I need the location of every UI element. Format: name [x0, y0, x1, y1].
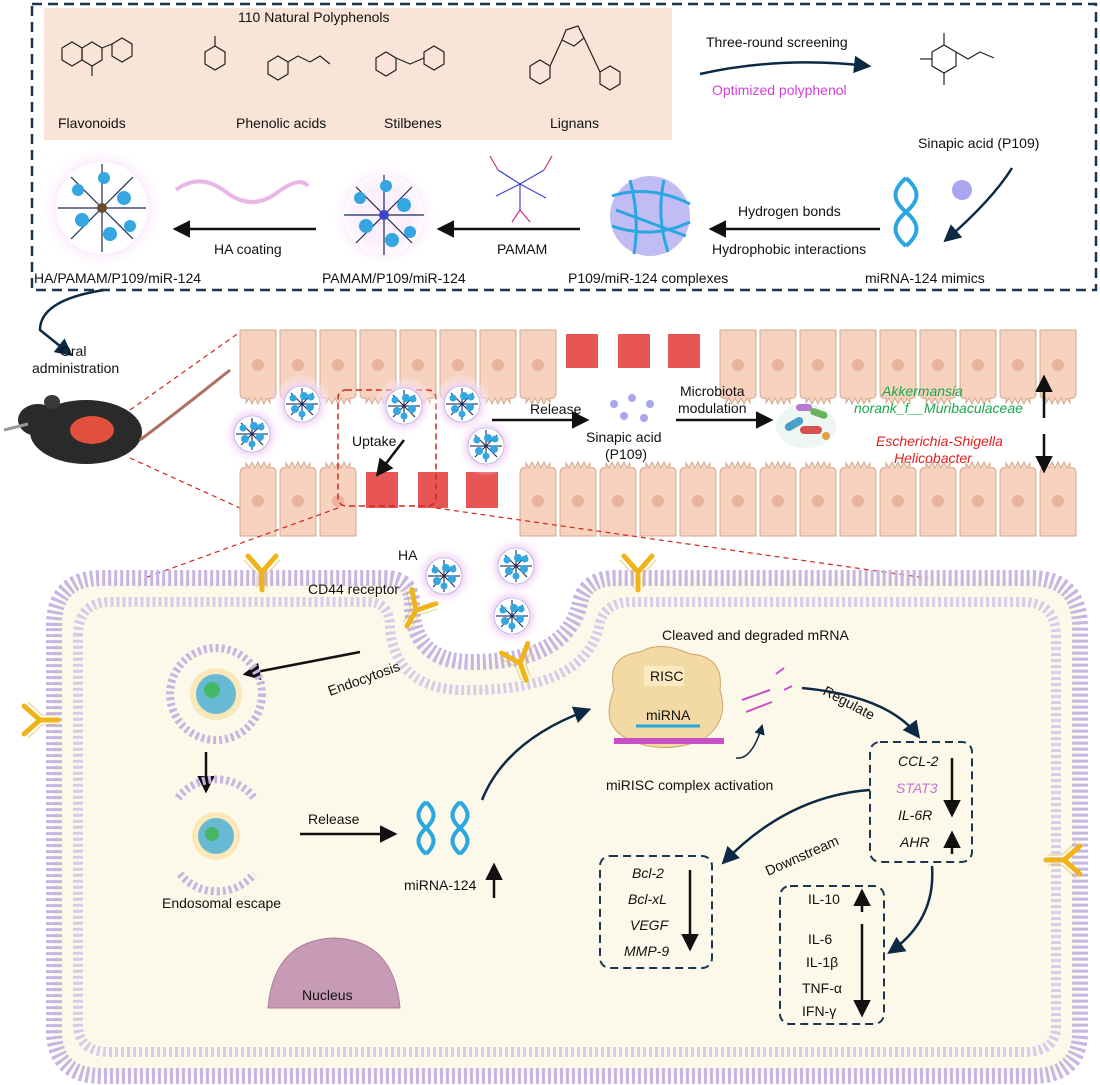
risc-mirna-label: miRNA	[646, 707, 691, 723]
class-phenolic-acids: Phenolic acids	[236, 115, 326, 131]
zoom-line-top	[129, 331, 241, 411]
gene-vegf: VEGF	[630, 917, 670, 933]
target-ccl2: CCL-2	[898, 753, 939, 769]
cell-zoom-left	[127, 507, 339, 585]
sinapic-acid-label: Sinapic acid (P109)	[918, 135, 1039, 151]
microbiota-label-1: Microbiota	[680, 383, 745, 399]
cell-release-label: Release	[308, 811, 360, 827]
target-genes-box	[869, 741, 973, 863]
lumen-nanoparticle	[271, 373, 333, 435]
library-title: 110 Natural Polyphenols	[238, 9, 390, 25]
regulate-arrow	[801, 686, 921, 739]
degraded-mrna	[741, 667, 793, 713]
lumen-nanoparticle	[373, 375, 435, 437]
cell-nanoparticle	[481, 585, 543, 647]
mirisc-label: miRISC complex activation	[606, 777, 773, 793]
cleaved-label: Cleaved and degraded mRNA	[662, 627, 849, 643]
screening-panel-border	[30, 2, 1098, 292]
zoom-line-bottom	[129, 457, 241, 509]
mimics-label: miRNA-124 mimics	[865, 270, 985, 286]
microbiota-label-2: modulation	[678, 400, 747, 416]
inflamed-cells-top	[566, 334, 700, 368]
bacteria-up-2: norank_f__Muribaculaceae	[854, 400, 1023, 416]
final-nanoparticle	[40, 146, 164, 270]
bacteria-cluster	[776, 404, 836, 448]
cd44-label: CD44 receptor	[308, 581, 399, 597]
downstream-genes-box	[599, 855, 713, 969]
cytokine-il10: IL-10	[808, 891, 840, 907]
release-label: Release	[530, 401, 582, 417]
target-stat3: STAT3	[896, 780, 938, 796]
mirna-124-label: miRNA-124	[404, 877, 477, 893]
epithelium-bottom	[239, 461, 1077, 537]
pamam-complex-label: PAMAM/P109/miR-124	[322, 270, 466, 286]
pamam-dendrimer	[489, 155, 553, 223]
oral-label-2: administration	[32, 360, 119, 376]
screening-arrow-label: Three-round screening	[706, 34, 848, 50]
final-label: HA/PAMAM/P109/miR-124	[34, 270, 201, 286]
endocytosis-arrow	[242, 650, 361, 680]
endosome-escaping	[174, 775, 258, 896]
phenolic-acid-structure	[204, 36, 331, 81]
nucleus	[267, 937, 401, 1009]
oral-label-1: Oral	[60, 343, 86, 359]
target-il6r: IL-6R	[898, 807, 932, 823]
risc-complex	[608, 646, 724, 749]
sinapic-label-2: (P109)	[605, 446, 647, 462]
oral-arrow	[38, 288, 105, 357]
risc-label: RISC	[650, 668, 683, 684]
downstream-arrow	[721, 788, 871, 865]
to-mimics-arrow	[943, 167, 1014, 243]
p109-molecule	[952, 180, 972, 200]
ha-label: HA	[398, 547, 418, 563]
inflamed-cells-bottom	[366, 472, 498, 508]
complex-label: P109/miR-124 complexes	[568, 270, 728, 286]
pamam-label: PAMAM	[497, 241, 547, 257]
lumen-nanoparticle	[455, 415, 517, 477]
ha-coating-label: HA coating	[214, 241, 282, 257]
class-stilbenes: Stilbenes	[384, 115, 442, 131]
cleavage-arrow	[735, 723, 765, 759]
stilbene-structure	[375, 45, 445, 77]
lumen-nanoparticle	[221, 403, 283, 465]
cytokines-box	[779, 885, 885, 1025]
to-risc-arrow	[480, 706, 592, 801]
sinapic-acid-structure	[920, 33, 995, 85]
bond1-label: Hydrogen bonds	[738, 203, 841, 219]
uptake-label: Uptake	[352, 433, 397, 449]
cytokine-arrow	[887, 865, 934, 954]
flavonoid-structure	[61, 37, 133, 76]
cytokine-il6: IL-6	[808, 931, 832, 947]
cytokine-tnfa: TNF-α	[802, 980, 842, 996]
p109-mirna-complex	[610, 176, 691, 256]
cytokine-il1b: IL-1β	[806, 954, 838, 970]
class-flavonoids: Flavonoids	[58, 115, 126, 131]
lignan-structure	[529, 25, 621, 91]
bond2-label: Hydrophobic interactions	[712, 241, 866, 257]
bacteria-up-1: Akkermansia	[881, 383, 963, 399]
target-ahr: AHR	[899, 834, 930, 850]
mouse-illustration	[3, 368, 231, 464]
gene-mmp9: MMP-9	[624, 943, 669, 959]
endosomal-escape-label: Endosomal escape	[162, 895, 281, 911]
bacteria-down-1: Escherichia-Shigella	[876, 433, 1003, 449]
nucleus-label: Nucleus	[302, 987, 353, 1003]
released-p109-dots	[610, 394, 654, 422]
optimized-label: Optimized polyphenol	[712, 82, 847, 98]
gene-bclxl: Bcl-xL	[628, 891, 667, 907]
mirna-mimic-dna	[893, 176, 919, 248]
pamam-complex-particle	[332, 163, 436, 267]
sinapic-label-1: Sinapic acid	[586, 429, 662, 445]
endosome	[166, 644, 266, 744]
uptake-arrow	[375, 439, 405, 477]
gene-bcl2: Bcl-2	[632, 865, 664, 881]
bacteria-down-2: Helicobacter	[894, 450, 973, 466]
cell-nanoparticle	[413, 545, 475, 607]
class-lignans: Lignans	[550, 115, 599, 131]
cytokine-ifng: IFN-γ	[802, 1003, 836, 1019]
ha-chain	[174, 179, 310, 204]
screening-arrow	[699, 55, 872, 76]
